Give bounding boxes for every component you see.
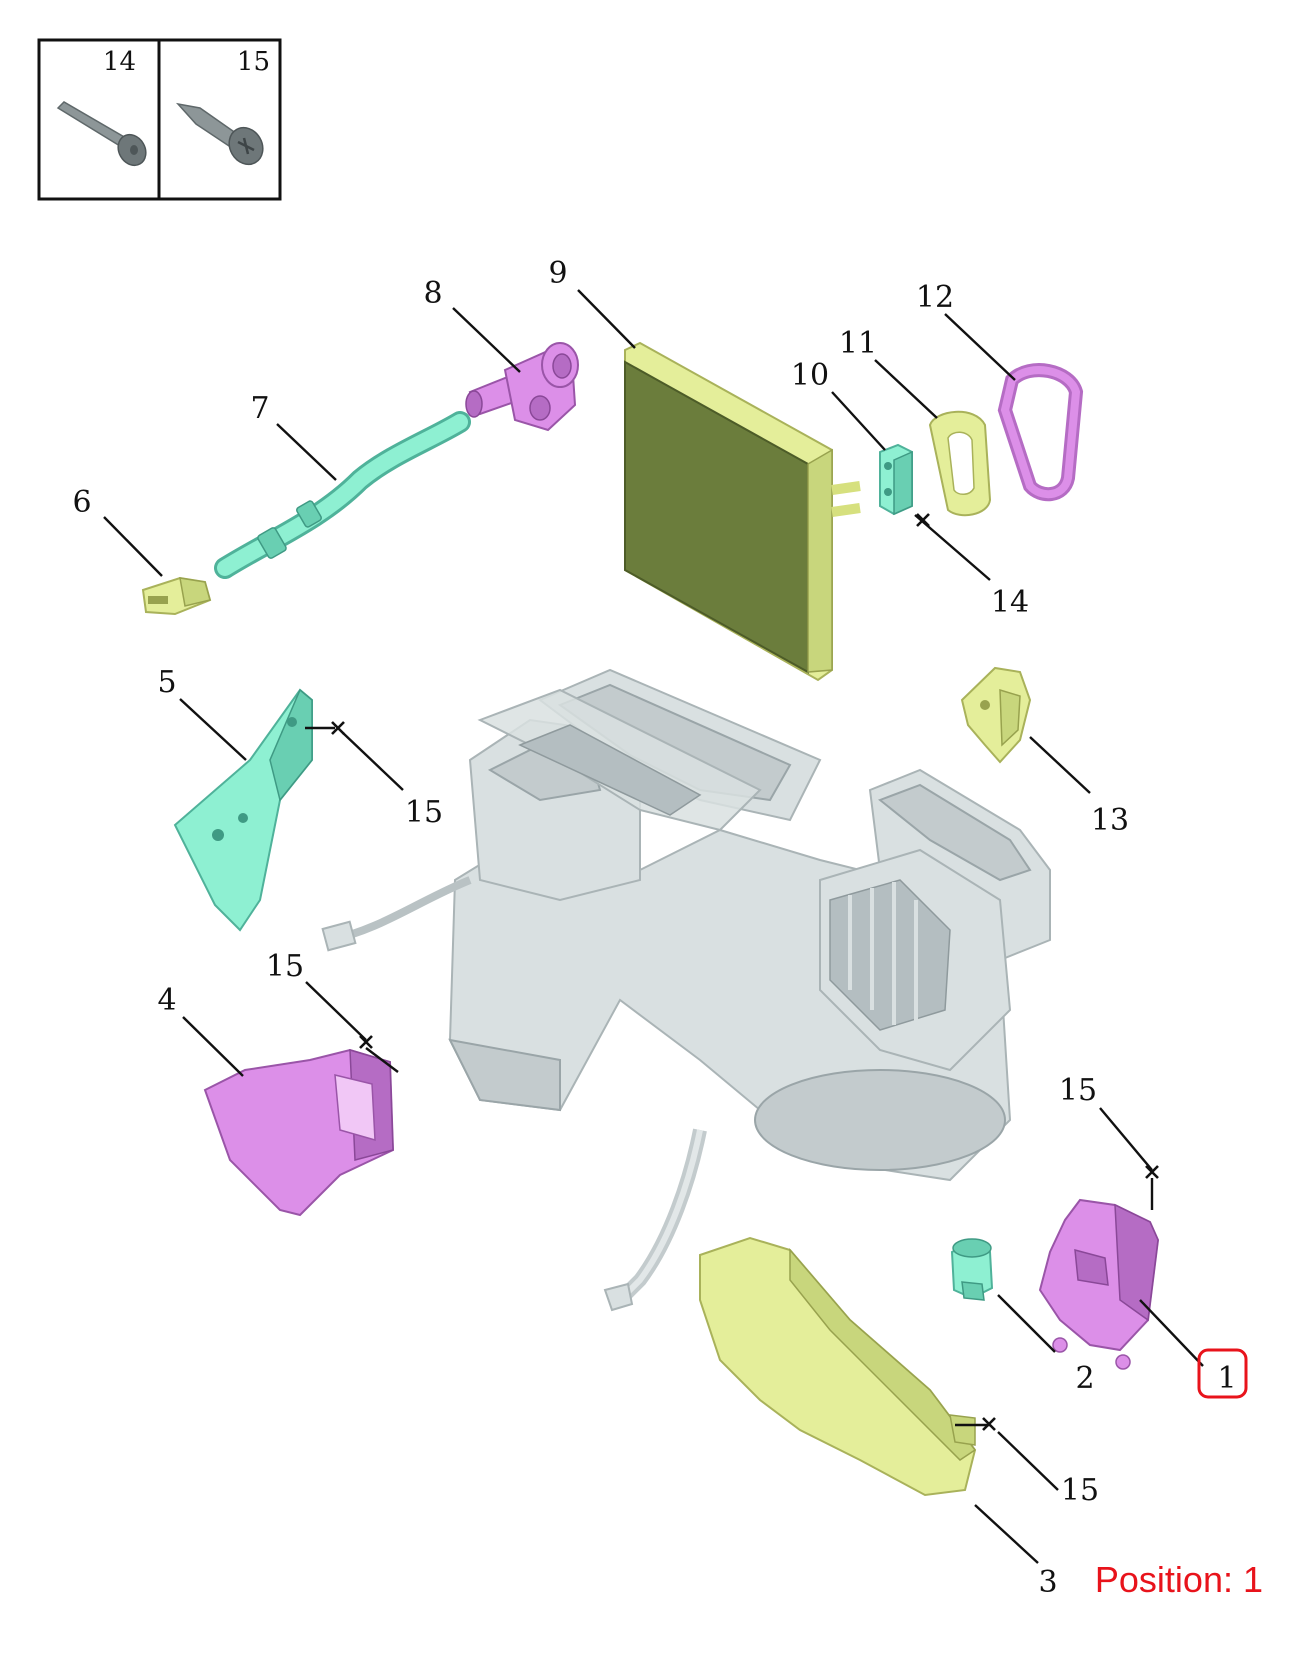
- inset-label-15: 15: [237, 47, 270, 77]
- callout-15-b[interactable]: 15: [266, 949, 304, 984]
- callout-15-c[interactable]: 15: [1059, 1073, 1097, 1108]
- callout-8[interactable]: 8: [423, 276, 442, 311]
- part-11-gasket: [928, 410, 992, 517]
- callout-15-a[interactable]: 15: [405, 795, 443, 830]
- part-4-duct: [203, 1048, 395, 1217]
- callout-3[interactable]: 3: [1038, 1565, 1057, 1600]
- part-9-evaporator: [624, 341, 861, 682]
- callout-1[interactable]: 1: [1217, 1361, 1236, 1396]
- part-5-bracket: [173, 688, 313, 932]
- part-1-actuator: [1038, 1198, 1160, 1370]
- callout-6[interactable]: 6: [72, 485, 91, 520]
- callout-1-highlight: [1197, 1348, 1248, 1399]
- fastener-marks: [331, 513, 1159, 1431]
- fastener-inset: 14 15: [37, 38, 282, 201]
- callout-7[interactable]: 7: [250, 391, 269, 426]
- callout-9[interactable]: 9: [548, 256, 567, 291]
- callout-2[interactable]: 2: [1075, 1361, 1094, 1396]
- callout-13[interactable]: 13: [1091, 803, 1129, 838]
- callout-10[interactable]: 10: [791, 358, 829, 393]
- callout-11[interactable]: 11: [839, 326, 877, 361]
- callout-numbers: 1 2 3 4 5 6 7 8 9 10 11 12 13 14 15 15 1…: [72, 256, 1236, 1600]
- part-10-expansion-valve: [879, 443, 913, 516]
- part-8-fitting: [465, 342, 579, 432]
- position-label: Position: 1: [1095, 1559, 1263, 1600]
- leader-lines: [103, 289, 1204, 1564]
- callout-4[interactable]: 4: [157, 983, 176, 1018]
- callout-15-d[interactable]: 15: [1061, 1473, 1099, 1508]
- part-12-seal: [997, 363, 1084, 502]
- callout-14[interactable]: 14: [991, 585, 1029, 620]
- callout-12[interactable]: 12: [916, 280, 954, 315]
- part-3-cover: [699, 1236, 977, 1497]
- part-13-bracket: [960, 666, 1032, 764]
- bolt-14-icon: [56, 101, 147, 167]
- inset-label-14: 14: [103, 47, 136, 77]
- screw-15-icon: [175, 102, 264, 166]
- part-7-hose: [214, 411, 471, 579]
- callout-5[interactable]: 5: [157, 665, 176, 700]
- hvac-housing: [321, 668, 1051, 1312]
- part-2-actuator: [950, 1238, 994, 1301]
- part-6-connector: [141, 576, 212, 616]
